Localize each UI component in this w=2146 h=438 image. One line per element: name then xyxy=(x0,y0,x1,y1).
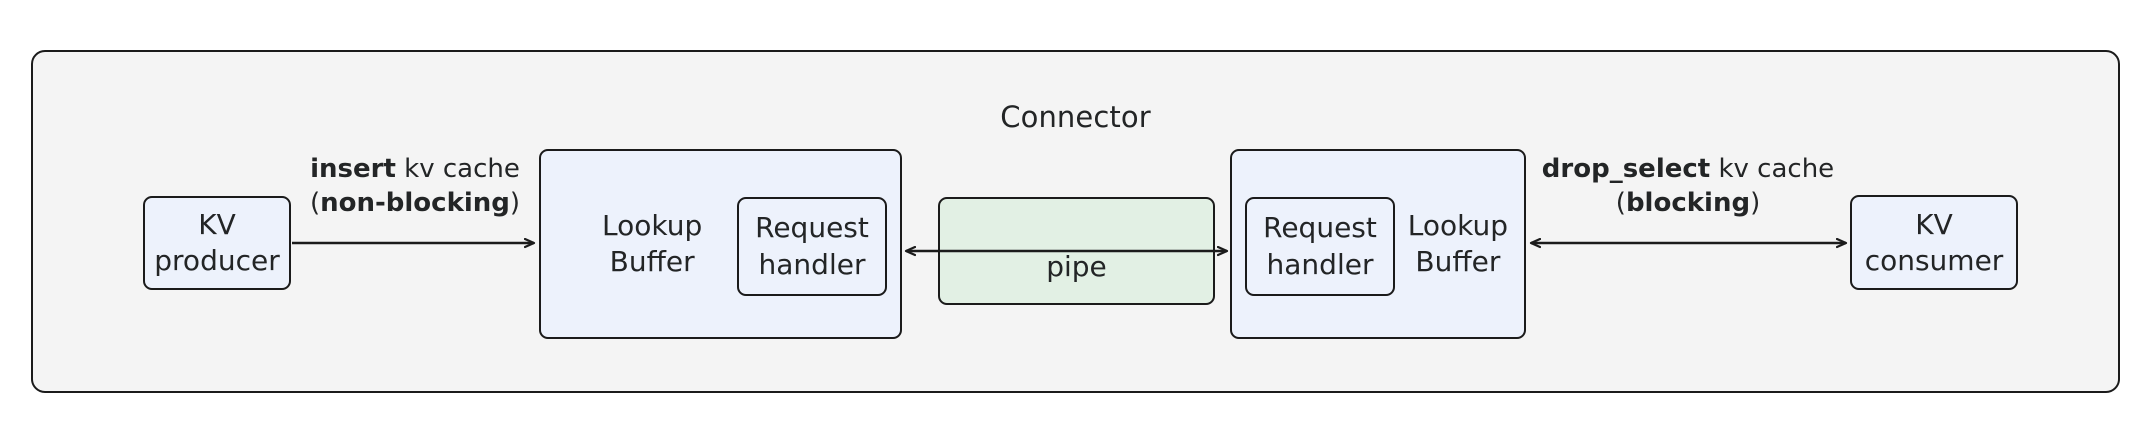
edge-label-insert: insert kv cache (non-blocking) xyxy=(291,152,539,221)
edge-label-drop-select-line2: (blocking) xyxy=(1526,186,1850,220)
node-request-handler-left-label: Request handler xyxy=(755,211,869,281)
node-lookup-buffer-right[interactable]: Request handler Lookup Buffer xyxy=(1230,149,1526,339)
edge-label-drop-select-paren-close: ) xyxy=(1750,188,1761,219)
edge-label-insert-rest: kv cache xyxy=(395,154,520,184)
node-pipe[interactable]: pipe xyxy=(938,197,1215,305)
connector-title: Connector xyxy=(1000,100,1151,134)
edge-label-drop-select-bold: drop_select xyxy=(1541,154,1711,184)
edge-label-insert-line2: (non-blocking) xyxy=(291,186,539,220)
node-request-handler-right[interactable]: Request handler xyxy=(1245,197,1395,296)
node-lookup-buffer-left-label: Lookup Buffer xyxy=(602,208,703,278)
edge-label-drop-select: drop_select kv cache (blocking) xyxy=(1526,152,1850,221)
node-lookup-buffer-left[interactable]: Lookup Buffer Request handler xyxy=(539,149,902,339)
edge-label-drop-select-rest: kv cache xyxy=(1710,154,1835,184)
edge-label-drop-select-mode: blocking xyxy=(1625,188,1751,219)
edge-label-drop-select-line1: drop_select kv cache xyxy=(1526,152,1850,186)
edge-label-drop-select-paren-open: ( xyxy=(1615,188,1626,219)
node-kv-producer[interactable]: KV producer xyxy=(143,196,291,290)
node-kv-consumer-label: KV consumer xyxy=(1864,207,2004,277)
node-kv-consumer[interactable]: KV consumer xyxy=(1850,195,2018,290)
edge-label-insert-line1: insert kv cache xyxy=(291,152,539,186)
edge-label-insert-mode: non-blocking xyxy=(320,188,510,219)
node-lookup-buffer-right-label: Lookup Buffer xyxy=(1407,208,1508,278)
node-pipe-label: pipe xyxy=(1046,250,1107,284)
node-request-handler-left[interactable]: Request handler xyxy=(737,197,887,296)
edge-label-insert-paren-open: ( xyxy=(309,188,321,219)
edge-label-insert-paren-close: ) xyxy=(509,188,521,219)
node-request-handler-right-label: Request handler xyxy=(1263,211,1377,281)
node-kv-producer-label: KV producer xyxy=(154,208,280,277)
edge-label-insert-bold: insert xyxy=(310,154,396,184)
